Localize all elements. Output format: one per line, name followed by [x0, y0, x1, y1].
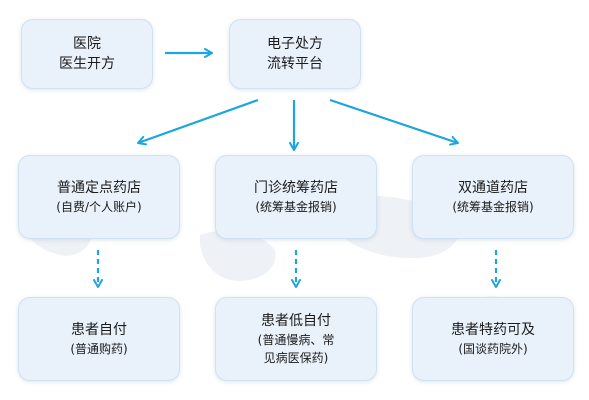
platform-subtitle: 流转平台 — [267, 56, 323, 72]
platform-title: 电子处方 — [267, 36, 323, 52]
outcome-box-2: 患者低自付 (普通慢病、常 见病医保药) — [215, 297, 377, 381]
outcome-title: 患者低自付 — [261, 313, 331, 329]
hospital-title: 医院 — [73, 36, 101, 52]
pharmacy-note: (统筹基金报销) — [255, 200, 337, 214]
pharmacy-note: (自费/个人账户) — [56, 200, 142, 214]
pharmacy-box-1: 普通定点药店 (自费/个人账户) — [18, 155, 180, 239]
outcome-note-line-1: (普通慢病、常 — [257, 333, 335, 347]
outcome-box-1: 患者自付 (普通购药) — [18, 297, 180, 381]
hospital-box: 医院 医生开方 — [21, 19, 153, 89]
pharmacy-name: 双通道药店 — [458, 180, 528, 196]
outcome-title: 患者自付 — [71, 322, 127, 338]
outcome-note-line-1: (国谈药院外) — [458, 342, 528, 356]
outcome-box-3: 患者特药可及 (国谈药院外) — [412, 297, 574, 381]
pharmacy-note: (统筹基金报销) — [452, 200, 534, 214]
pharmacy-box-2: 门诊统筹药店 (统筹基金报销) — [215, 155, 377, 239]
outcome-note-line-2: 见病医保药) — [263, 351, 329, 365]
pharmacy-box-3: 双通道药店 (统筹基金报销) — [412, 155, 574, 239]
hospital-subtitle: 医生开方 — [59, 56, 115, 72]
pharmacy-name: 普通定点药店 — [57, 180, 141, 196]
outcome-note-line-1: (普通购药) — [70, 342, 128, 356]
pharmacy-name: 门诊统筹药店 — [254, 180, 338, 196]
outcome-title: 患者特药可及 — [451, 322, 535, 338]
platform-box: 电子处方 流转平台 — [229, 19, 361, 89]
